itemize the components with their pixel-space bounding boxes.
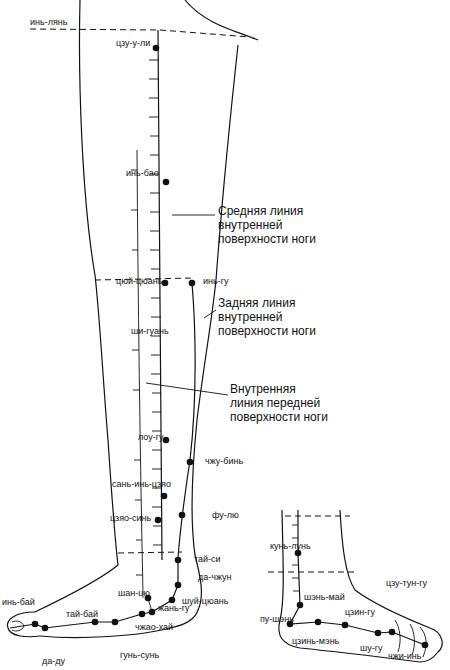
- point-label: цзин-гу: [345, 607, 375, 617]
- scale-ticks: [292, 525, 299, 591]
- point-label: да-ду: [42, 656, 65, 666]
- acupoint-dot: [32, 621, 39, 628]
- acupoint-dot: [153, 45, 160, 52]
- acupoint-dot: [112, 619, 119, 626]
- level-line: [118, 552, 182, 553]
- acupoint-dot: [187, 459, 194, 466]
- leader-line: [172, 215, 215, 216]
- scale-ticks: [149, 60, 162, 545]
- point-label: чжао-хай: [135, 622, 173, 632]
- point-label: инь-бай: [2, 597, 35, 607]
- point-label: шан-цю: [118, 588, 150, 598]
- leader-line: [204, 310, 216, 318]
- acupoint-dot: [149, 609, 156, 616]
- point-label: тай-бай: [66, 609, 98, 619]
- point-label: да-чжун: [198, 572, 232, 582]
- point-label: цзяо-синь: [110, 513, 151, 523]
- point-label: цюй-цюань: [116, 276, 163, 286]
- acupoint-dot: [169, 597, 176, 604]
- acupoint-dot: [189, 280, 196, 287]
- point-label: цзу-у-ли: [116, 38, 150, 48]
- acupoint-dot: [422, 642, 429, 649]
- point-label: инь-бао: [126, 168, 159, 178]
- point-label: кунь-лунь: [270, 541, 311, 551]
- acupoint-dot: [139, 611, 146, 618]
- acupoint-dot: [389, 629, 396, 636]
- acupoint-dot: [315, 619, 322, 626]
- point-label: цзу-тун-гу: [386, 578, 427, 588]
- acupoint-dot: [163, 179, 170, 186]
- level-line: [30, 29, 250, 37]
- point-label: пу-шэнь: [260, 614, 294, 624]
- acupoint-dot: [92, 619, 99, 626]
- callout-text: Внутренняя линия передней поверхности но…: [230, 383, 328, 424]
- point-label: цзинь-мэнь: [292, 636, 339, 646]
- acupoint-dot: [42, 625, 49, 632]
- point-label: гунь-сунь: [120, 650, 159, 660]
- point-label: шэнь-май: [304, 592, 345, 602]
- level-line: [268, 572, 355, 573]
- sole-outline: [40, 610, 198, 638]
- meridian-line: [10, 283, 195, 628]
- thigh-outline: [185, 0, 258, 40]
- meridian-line: [290, 510, 425, 645]
- point-label: чжи-инь: [388, 651, 421, 661]
- point-label: фу-лю: [212, 510, 239, 520]
- point-label: лоу-гу: [138, 432, 164, 442]
- meridian-line: [137, 150, 143, 595]
- point-label: инь-лянь: [30, 17, 67, 27]
- acupoint-dot: [297, 602, 304, 609]
- acupoint-dot: [179, 512, 186, 519]
- point-label: ши-гуань: [131, 326, 169, 336]
- acupoint-dot: [175, 557, 182, 564]
- point-label: жань-гу: [158, 603, 189, 613]
- acupoint-dot: [175, 582, 182, 589]
- point-label: чжу-бинь: [205, 456, 243, 466]
- acupoint-dot: [163, 437, 170, 444]
- level-line: [285, 516, 350, 517]
- foot-outline: [340, 510, 442, 662]
- callout-text: Средняя линия внутренней поверхности ног…: [218, 205, 326, 246]
- acupoint-dot: [375, 630, 382, 637]
- acupoint-dot: [161, 493, 168, 500]
- callout-text: Задняя линия внутренней поверхности ноги: [218, 297, 326, 338]
- acupoint-dot: [162, 280, 169, 287]
- acupoint-dot: [342, 622, 349, 629]
- leader-line: [146, 383, 228, 395]
- point-label: шу-гу: [360, 643, 383, 653]
- leg-outline: [35, 0, 118, 612]
- point-label: инь-гу: [203, 276, 228, 286]
- acupoint-dot: [155, 517, 162, 524]
- point-label: сань-инь-цзяо: [112, 479, 171, 489]
- point-label: тай-си: [194, 554, 221, 564]
- toe-outline: [7, 612, 40, 637]
